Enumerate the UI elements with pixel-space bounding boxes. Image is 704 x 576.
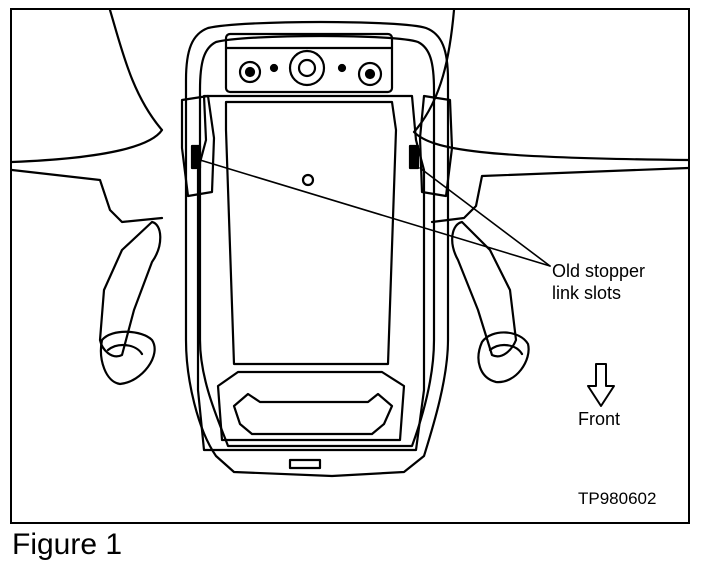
front-arrow-icon: [587, 363, 615, 407]
right-seat-outline: [412, 10, 688, 162]
left-lever: [98, 220, 162, 358]
front-label: Front: [578, 409, 621, 429]
right-lever-knob: [477, 331, 530, 384]
left-seat-outline: [12, 10, 164, 164]
tray-inner: [224, 100, 398, 366]
left-bracket: [180, 94, 216, 198]
tray-hole: [301, 173, 315, 187]
right-seat-side: [430, 166, 688, 224]
callout-line-2: link slots: [552, 283, 622, 303]
console-illustration: [12, 10, 688, 478]
leader-line-left: [199, 159, 551, 267]
bolt-right: [357, 61, 383, 87]
console-inner-rim: [198, 34, 436, 448]
handle-cutout: [232, 392, 394, 436]
left-stopper-slot: [190, 144, 202, 170]
top-panel: [224, 32, 394, 94]
figure-caption: Figure 1: [12, 528, 123, 561]
right-lever-knob-face: [488, 344, 524, 356]
console-shell: [184, 20, 450, 478]
front-latch: [288, 458, 322, 470]
leader-line-right: [419, 167, 551, 267]
left-lever-knob: [99, 330, 156, 386]
diagram-frame: Old stopper link slots Front TP980602: [10, 8, 690, 524]
bolt-left: [238, 60, 262, 84]
right-lever: [451, 220, 518, 358]
left-lever-knob-face: [106, 344, 144, 356]
callout-line-1: Old stopper: [552, 261, 646, 281]
tray-floor: [216, 370, 406, 442]
left-seat-side: [12, 168, 164, 224]
center-knob: [288, 49, 326, 87]
right-bracket: [418, 94, 454, 198]
right-stopper-slot: [408, 144, 420, 170]
part-number: TP980602: [578, 489, 657, 508]
callout-label: Old stopper link slots: [552, 260, 645, 304]
